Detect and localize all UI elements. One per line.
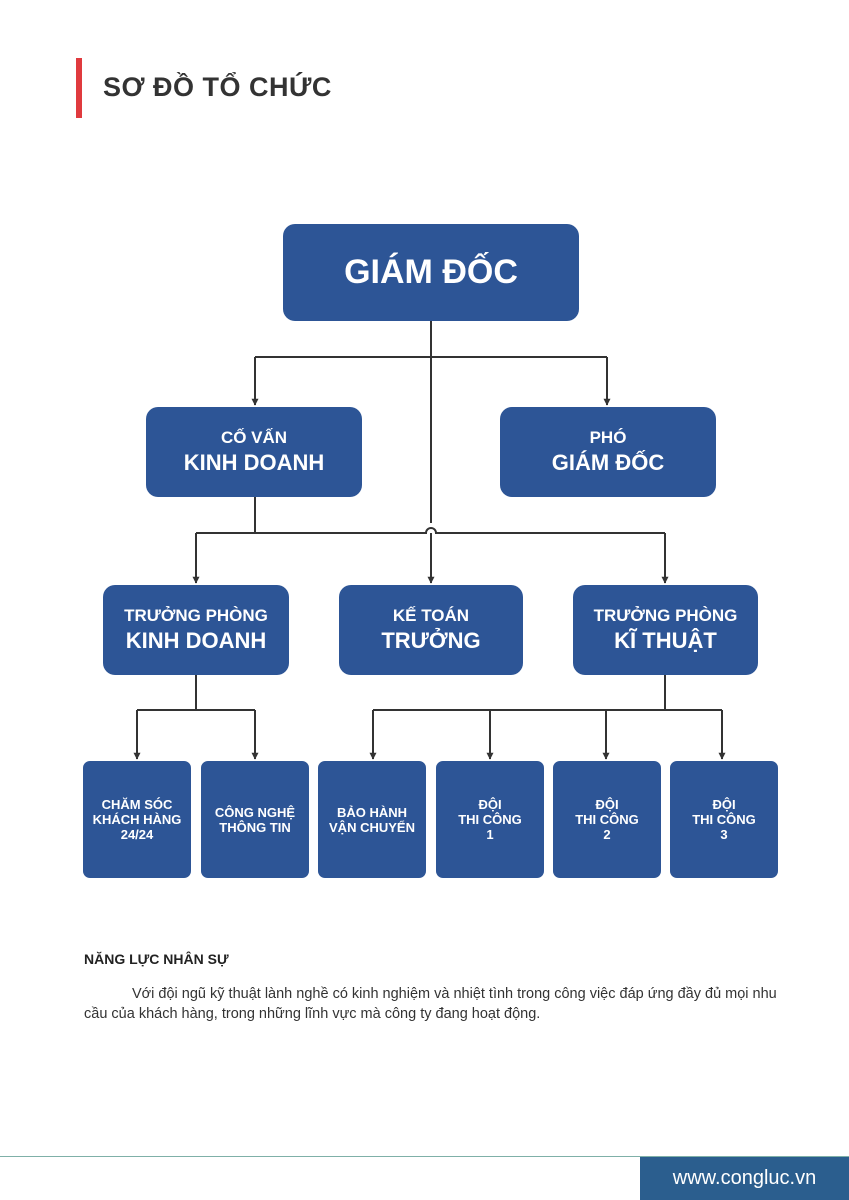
director-box: GIÁM ĐỐC (283, 224, 579, 321)
capacity-body: Với đội ngũ kỹ thuật lành nghề có kinh n… (84, 986, 777, 1022)
customer-care-line2: KHÁCH HÀNG (92, 812, 182, 827)
it-line1: CÔNG NGHỆ (214, 804, 296, 820)
chief-accountant-line1: KẾ TOÁN (392, 606, 470, 625)
warranty-box: BẢO HÀNH VẬN CHUYỂN (318, 761, 426, 878)
capacity-title: NĂNG LỰC NHÂN SỰ (84, 951, 229, 967)
team2-box: ĐỘI THI CÔNG 2 (553, 761, 661, 878)
team1-line3: 1 (486, 827, 494, 842)
sales-manager-box: TRƯỞNG PHÒNG KINH DOANH (103, 585, 289, 675)
team2-line1: ĐỘI (595, 797, 619, 812)
it-line2: THÔNG TIN (219, 819, 291, 835)
team3-line1: ĐỘI (712, 797, 736, 812)
team2-line3: 2 (603, 827, 611, 842)
team3-line2: THI CÔNG (692, 812, 756, 827)
tech-manager-box: TRƯỞNG PHÒNG KĨ THUẬT (573, 585, 758, 675)
deputy-director-box: PHÓ GIÁM ĐỐC (500, 407, 716, 497)
footer-divider (0, 1156, 849, 1157)
footer-website[interactable]: www.congluc.vn (640, 1157, 849, 1200)
connector-manager-branch (196, 527, 665, 534)
tech-manager-line2: KĨ THUẬT (614, 628, 717, 653)
page-title: SƠ ĐỒ TỔ CHỨC (103, 72, 332, 102)
team3-box: ĐỘI THI CÔNG 3 (670, 761, 778, 878)
business-advisor-line1: CỐ VẤN (220, 428, 288, 447)
chief-accountant-line2: TRƯỞNG (381, 628, 481, 653)
team3-line3: 3 (720, 827, 728, 842)
tech-manager-line1: TRƯỞNG PHÒNG (593, 606, 738, 625)
warranty-line1: BẢO HÀNH (336, 804, 408, 820)
deputy-director-line1: PHÓ (589, 428, 627, 447)
business-advisor-box: CỐ VẤN KINH DOANH (146, 407, 362, 497)
deputy-director-line2: GIÁM ĐỐC (551, 450, 665, 475)
sales-manager-line1: TRƯỞNG PHÒNG (124, 606, 268, 625)
team1-line1: ĐỘI (478, 797, 502, 812)
customer-care-line3: 24/24 (120, 827, 154, 842)
chief-accountant-box: KẾ TOÁN TRƯỞNG (339, 585, 523, 675)
director-label: GIÁM ĐỐC (344, 253, 518, 291)
customer-care-box: CHĂM SÓC KHÁCH HÀNG 24/24 (83, 761, 191, 878)
sales-manager-line2: KINH DOANH (125, 628, 267, 653)
warranty-line2: VẬN CHUYỂN (329, 819, 415, 835)
title-accent-bar (76, 58, 82, 118)
business-advisor-line2: KINH DOANH (183, 450, 325, 475)
it-box: CÔNG NGHỆ THÔNG TIN (201, 761, 309, 878)
customer-care-line1: CHĂM SÓC (101, 797, 173, 812)
team1-line2: THI CÔNG (458, 812, 522, 827)
team2-line2: THI CÔNG (575, 812, 639, 827)
team1-box: ĐỘI THI CÔNG 1 (436, 761, 544, 878)
